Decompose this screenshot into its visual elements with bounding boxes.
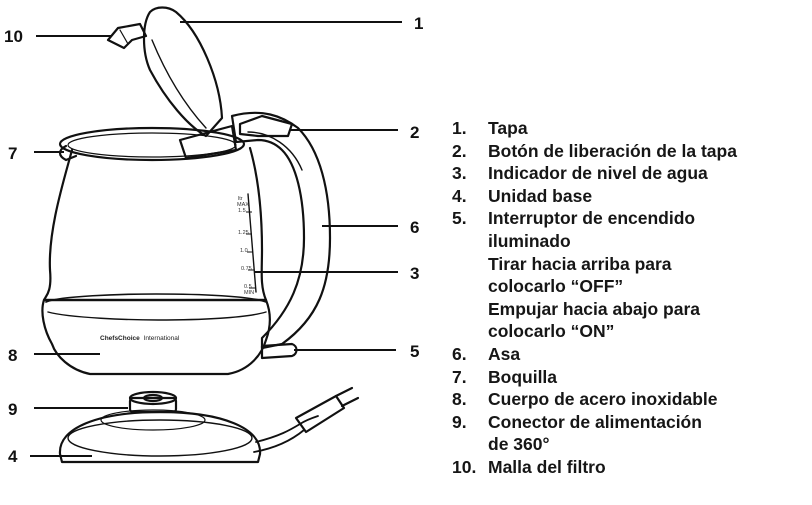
callout-4: 4 [8, 447, 18, 466]
part-item: 5. Interruptor de encendido iluminado Ti… [452, 207, 807, 343]
scale-min: MIN [244, 290, 254, 296]
part-number: 4. [452, 185, 467, 206]
part-number: 2. [452, 140, 467, 161]
part-number: 1. [452, 118, 467, 138]
part-label-line: Tirar hacia arriba para [488, 253, 672, 274]
part-label-line: colocarlo “OFF” [488, 276, 624, 297]
water-level-scale [247, 193, 257, 293]
scale-unit: ltr [238, 196, 243, 202]
part-label: Indicador de nivel de agua [488, 163, 708, 184]
leader-lines [30, 21, 402, 457]
base-plate-rim [67, 419, 253, 457]
scale-mark-3: 1.0 [240, 248, 248, 254]
part-label-line: Empujar hacia abajo para [488, 298, 701, 319]
callout-9: 9 [8, 400, 17, 419]
part-label-line: iluminado [488, 230, 571, 251]
part-label: Botón de liberación de la tapa [488, 140, 737, 161]
plug-prong-top [334, 386, 354, 398]
filter-hinge [178, 124, 238, 160]
power-switch [260, 342, 298, 360]
lid-edge [151, 39, 207, 129]
part-label: Interruptor de encendido [488, 208, 696, 229]
callout-10: 10 [4, 27, 23, 46]
scale-mark-2: 1.25 [238, 230, 249, 236]
glass-body [42, 146, 268, 302]
scale-ticks [246, 211, 255, 289]
callout-8: 8 [8, 346, 17, 365]
power-plug [294, 394, 346, 434]
part-label: Tapa [488, 118, 528, 138]
part-item: 7. Boquilla [452, 366, 807, 389]
connector-pin [142, 393, 164, 403]
part-item: 3. Indicador de nivel de agua [452, 162, 807, 185]
callout-3: 3 [410, 264, 419, 283]
part-item: 6. Asa [452, 343, 807, 366]
open-lid [142, 6, 224, 138]
part-label: Unidad base [488, 185, 593, 206]
callout-6: 6 [410, 218, 419, 237]
steel-band [41, 298, 271, 376]
base-plate [58, 410, 262, 464]
glass-rim [58, 126, 246, 162]
handle-inner-edge [247, 131, 303, 171]
part-number: 8. [452, 389, 467, 410]
filter-mesh-line [119, 29, 129, 45]
scale-mark-1: 1.5 [238, 208, 246, 214]
lid-release-button [238, 114, 294, 138]
part-item: 10. Malla del filtro [452, 456, 807, 479]
part-number: 7. [452, 366, 467, 387]
part-item: 1. Tapa [452, 117, 807, 140]
plug-prong-bottom [340, 396, 360, 408]
steel-band-lip [47, 311, 267, 321]
part-label: Cuerpo de acero inoxidable [488, 389, 718, 410]
part-number: 6. [452, 343, 467, 364]
part-number: 10. [452, 456, 477, 477]
part-item: 2. Botón de liberación de la tapa [452, 140, 807, 163]
part-label: Asa [488, 343, 521, 364]
callout-1: 1 [414, 14, 423, 33]
steel-band-top [45, 293, 267, 303]
scale-mark-4: 0.75 [241, 266, 252, 272]
part-item: 4. Unidad base [452, 185, 807, 208]
part-label: Malla del filtro [488, 456, 606, 477]
part-label-line: de 360° [488, 434, 550, 455]
part-item: 9. Conector de alimentación de 360° [452, 411, 807, 456]
base-plate-inner [100, 409, 206, 431]
brand-name: ChefsChoice [100, 335, 140, 342]
callout-2: 2 [410, 123, 419, 142]
scale-mark-5: 0.5 [244, 284, 252, 290]
part-label-line: colocarlo “ON” [488, 321, 615, 342]
parts-list: 1. Tapa 2. Botón de liberación de la tap… [452, 117, 807, 479]
part-item: 8. Cuerpo de acero inoxidable [452, 388, 807, 411]
scale-max: MAX [237, 202, 249, 208]
brand-label: ChefsChoice International [100, 335, 180, 342]
part-number: 3. [452, 163, 467, 184]
power-cord-lower [253, 429, 305, 453]
part-label: Boquilla [488, 366, 558, 387]
connector-top [128, 390, 178, 406]
part-label: Conector de alimentación [488, 411, 702, 432]
part-number: 9. [452, 411, 467, 432]
callout-5: 5 [410, 342, 419, 361]
kettle-spout [58, 144, 78, 162]
part-number: 5. [452, 208, 467, 229]
callout-7: 7 [8, 144, 17, 163]
filter-mesh [106, 22, 148, 50]
brand-suffix: International [144, 335, 180, 342]
